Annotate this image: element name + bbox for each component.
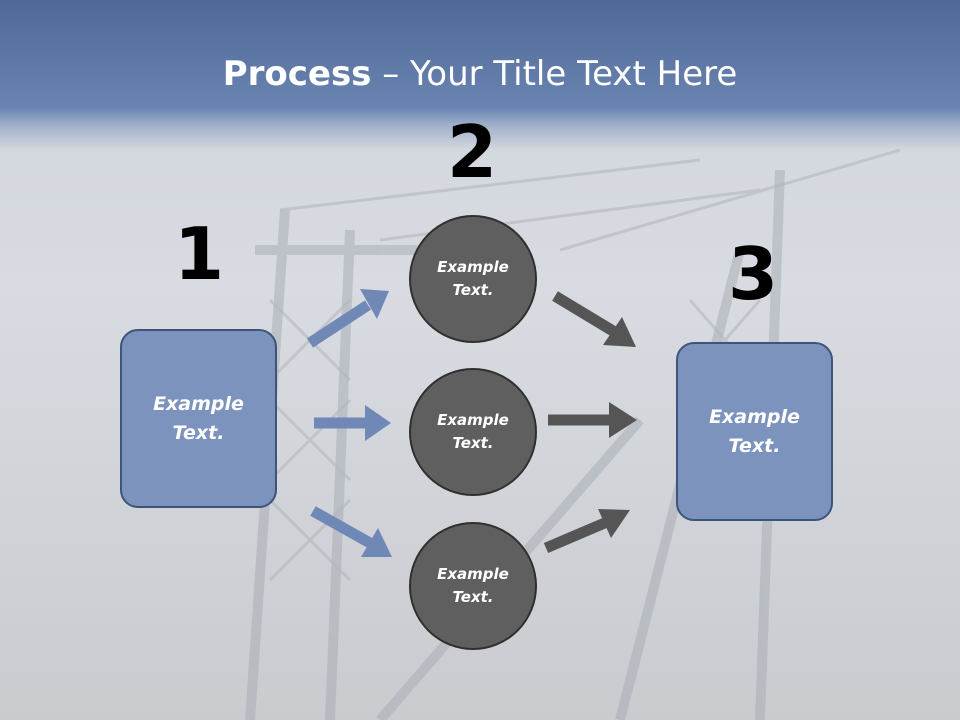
step-number-1: 1 bbox=[173, 212, 225, 296]
arrow-source-to-node-2 bbox=[314, 405, 391, 441]
step-number-2: 2 bbox=[446, 110, 498, 194]
node-circle-2: Example Text. bbox=[409, 368, 537, 496]
arrow-node-2-to-target bbox=[548, 402, 637, 438]
node-circle-3-text: Example Text. bbox=[437, 565, 509, 606]
node-circle-3: Example Text. bbox=[409, 522, 537, 650]
arrow-node-3-to-target bbox=[543, 509, 630, 554]
node-circle-1: Example Text. bbox=[409, 215, 537, 343]
arrow-node-1-to-target bbox=[552, 291, 636, 347]
source-box: Example Text. bbox=[120, 329, 277, 508]
source-box-text: Example Text. bbox=[153, 392, 244, 444]
header-band bbox=[0, 0, 960, 150]
target-box-text: Example Text. bbox=[709, 405, 800, 457]
step-number-3: 3 bbox=[727, 232, 779, 316]
arrow-source-to-node-1 bbox=[306, 289, 389, 348]
title-rest: – Your Title Text Here bbox=[371, 54, 738, 94]
node-circle-2-text: Example Text. bbox=[437, 411, 509, 452]
node-circle-1-text: Example Text. bbox=[437, 258, 509, 299]
title-bold: Process bbox=[222, 54, 372, 94]
slide-title: Process – Your Title Text Here bbox=[0, 52, 960, 96]
target-box: Example Text. bbox=[676, 342, 833, 521]
arrow-source-to-node-3 bbox=[310, 506, 392, 557]
